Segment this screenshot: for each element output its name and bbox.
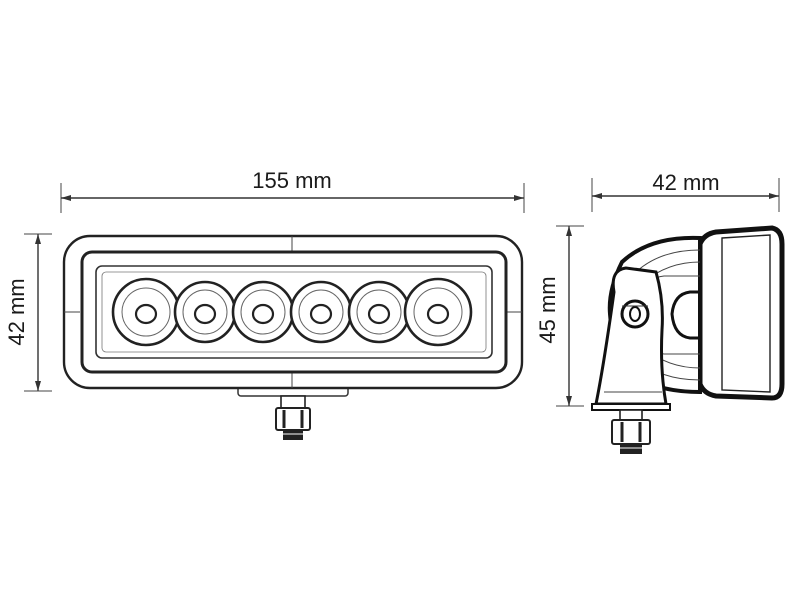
led-reflector [403,277,473,347]
front-height-label: 42 mm [4,278,29,345]
side-mounting-bolt [611,409,651,454]
side-view-housing [591,225,785,411]
side-height-dimension: 45 mm [535,225,584,407]
led-reflector [231,280,295,344]
led-row [111,277,473,347]
side-height-label: 45 mm [535,276,560,343]
led-reflector [173,280,237,344]
side-depth-label: 42 mm [652,170,719,195]
front-mounting-bolt [275,395,311,440]
led-reflector [347,280,411,344]
front-height-dimension: 42 mm [4,233,52,392]
side-depth-dimension: 42 mm [591,170,780,212]
led-reflector [289,280,353,344]
front-width-label: 155 mm [252,168,331,193]
led-reflector [111,277,181,347]
front-width-dimension: 155 mm [60,168,525,213]
